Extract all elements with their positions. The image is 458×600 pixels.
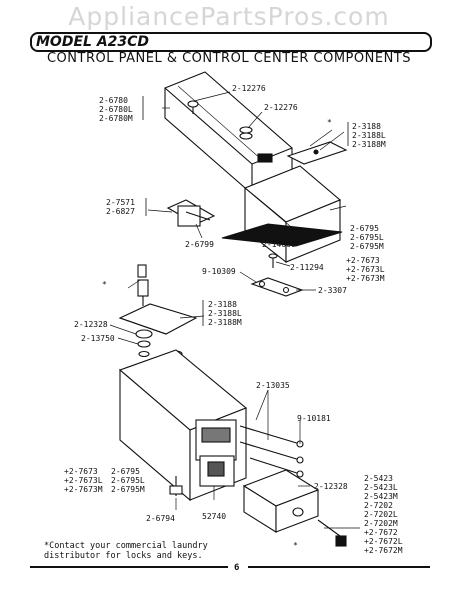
part-label-2-6780: 2-6780 2-6780L 2-6780M: [99, 96, 133, 123]
part-label-7673-bot: +2-7673 +2-7673L +2-7673M: [64, 467, 103, 494]
part-label-2-12276-b: 2-12276: [264, 103, 298, 112]
page-title: CONTROL PANEL & CONTROL CENTER COMPONENT…: [46, 51, 411, 66]
hinge-pin-6794: [169, 476, 183, 496]
part-label-9-10309: 9-10309: [202, 267, 236, 276]
part-label-2-12328-b: 2-12328: [314, 482, 348, 491]
part-label-2-13750: 2-13750: [81, 334, 115, 343]
part-label-2-3188-top: 2-3188 2-3188L 2-3188M: [352, 122, 386, 149]
part-label-2-6795-top: 2-6795 2-6795L 2-6795M: [350, 224, 384, 251]
screw-top-right: [239, 126, 253, 140]
part-label-2-6795-bot: 2-6795 2-6795L 2-6795M: [111, 467, 145, 494]
part-label-2-5423: 2-5423 2-5423L 2-5423M 2-7202 2-7202L 2-…: [364, 474, 403, 555]
part-label-2-11294: 2-11294: [290, 263, 324, 272]
part-label-2-6794: 2-6794: [146, 514, 175, 523]
bolt-set-13035: [239, 425, 304, 478]
gasket-strip: [221, 223, 343, 247]
part-label-2-13035: 2-13035: [256, 381, 290, 390]
screw-top-left: [187, 100, 199, 114]
star-marker-top: *: [327, 118, 332, 127]
meter-bracket: [166, 199, 216, 227]
model-header-bar: [30, 32, 432, 52]
part-label-2-12276: 2-12276: [232, 84, 266, 93]
part-label-9-10181: 9-10181: [297, 414, 331, 423]
part-label-2-6799: 2-6799: [185, 240, 214, 249]
part-label-2-14660: 2-14660: [262, 240, 296, 249]
watermark: AppliancePartsPros.com: [68, 2, 390, 31]
leader-lines: [109, 91, 347, 510]
part-label-2-3307: 2-3307: [318, 286, 347, 295]
model-title: MODEL A23CD: [36, 34, 150, 50]
star-marker-mid: *: [102, 280, 107, 289]
coin-box-lock: [317, 519, 347, 547]
page-number: 6: [234, 563, 240, 573]
lock-plate-top: [286, 141, 348, 165]
lock-assembly: [137, 264, 149, 306]
lock-plate-mid: [118, 303, 198, 335]
part-label-52740: 52740: [202, 512, 227, 521]
star-marker-bot: *: [293, 541, 298, 550]
nut-plate-3307: [250, 277, 304, 297]
part-label-2-12328-a: 2-12328: [74, 320, 108, 329]
coin-box: [242, 469, 320, 533]
control-panel-housing: [164, 71, 293, 195]
part-label-7673-top: +2-7673 +2-7673L +2-7673M: [346, 256, 385, 283]
part-label-2-7571: 2-7571 2-6827: [106, 198, 135, 216]
footnote-locks-keys: *Contact your commercial laundry distrib…: [44, 541, 208, 561]
screw-11294: [268, 253, 278, 268]
coin-box-cabinet: [118, 349, 248, 502]
part-label-2-3188-mid: 2-3188 2-3188L 2-3188M: [208, 300, 242, 327]
